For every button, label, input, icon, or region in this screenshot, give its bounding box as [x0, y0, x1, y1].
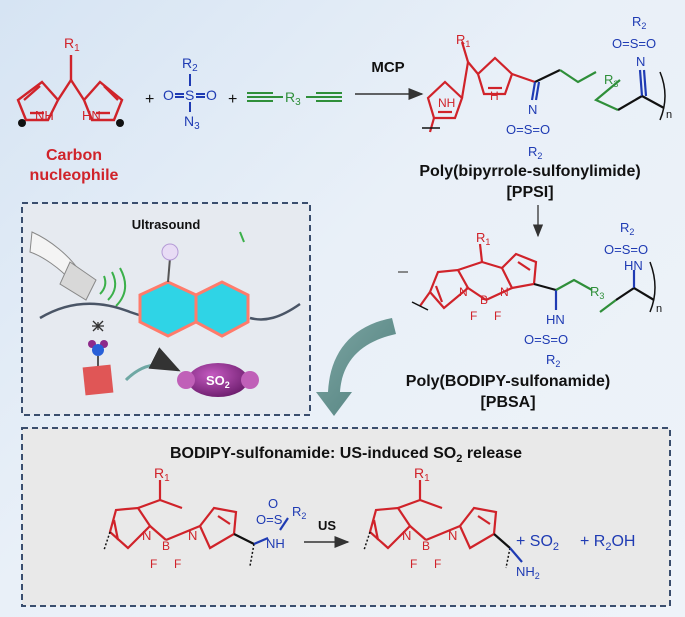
probe-head-icon: [59, 261, 97, 301]
pbsa-r3: R3: [590, 284, 604, 301]
diyne-r3: R3: [285, 89, 301, 108]
product-n-left: N: [402, 528, 411, 543]
plus-sign-2: +: [228, 91, 237, 108]
bottom-nh: NH: [266, 536, 285, 551]
bottom-b: B: [162, 539, 170, 553]
hn-label: HN: [82, 108, 101, 123]
bodipy-core-icon-right: [194, 280, 250, 338]
bottom-panel: BODIPY-sulfonamide: US-induced SO2 relea…: [21, 427, 671, 607]
diyne-structure: [247, 92, 342, 102]
cleavage-mark-icon: [92, 320, 104, 332]
pbsa-top-r2: R2: [620, 220, 634, 237]
pbsa-b: B: [480, 293, 488, 307]
pbsa-n-right: N: [500, 285, 509, 299]
nh-label: NH: [35, 108, 54, 123]
release-arrow: [124, 347, 181, 382]
dipyrromethane-structure: [16, 55, 124, 122]
pbsa-bottom-r2: R2: [546, 352, 560, 369]
ppsi-n-sub: n: [666, 109, 672, 121]
attachment-dot-right: [116, 119, 124, 127]
pbsa-n-sub: n: [656, 303, 662, 315]
ultrasound-wave-icon: [99, 267, 127, 307]
ppsi-top-sulfonyl: O=S=O: [612, 36, 656, 51]
bottom-n-left: N: [142, 528, 151, 543]
bottom-r1: R1: [154, 465, 170, 484]
pbsa-n-left: N: [459, 285, 468, 299]
carbon-nucleophile-line1: Carbon: [46, 147, 102, 164]
ppsi-nh: NH: [438, 96, 455, 110]
polymer-chain: [39, 302, 301, 324]
bodipy-amine-structure: [363, 480, 523, 569]
sulfonyl-s: S: [185, 87, 194, 103]
ppsi-abbr: [PPSI]: [506, 184, 553, 201]
ppsi-structure: [422, 41, 666, 133]
green-tick-mark: [239, 231, 245, 243]
pbsa-name: Poly(BODIPY-sulfonamide): [406, 373, 610, 390]
plus-so2: + SO2: [516, 533, 559, 553]
sulfonyl-o-left: O: [163, 87, 174, 103]
product-r1: R1: [414, 465, 430, 484]
sulfonyl-r2: R2: [182, 55, 198, 74]
product-n-right: N: [448, 528, 457, 543]
product-f1: F: [410, 557, 417, 571]
mcp-label: MCP: [371, 59, 404, 76]
ppsi-name: Poly(bipyrrole-sulfonylimide): [419, 163, 640, 180]
pbsa-f1: F: [470, 309, 477, 323]
pbsa-r1: R1: [476, 230, 490, 247]
pbsa-structure: [411, 243, 656, 313]
so2-molecule-icon: [188, 363, 248, 397]
sulfonyl-azide-structure: R2 O S O N3: [163, 55, 217, 132]
released-fragment-icon: [92, 344, 104, 356]
attachment-dot-left: [18, 119, 26, 127]
pbsa-top-sulfonyl: O=S=O: [604, 242, 648, 257]
bottom-f2: F: [174, 557, 181, 571]
pbsa-to-release-arrow: [316, 318, 396, 416]
ppsi-r1: R1: [456, 32, 470, 49]
ppsi-r3: R3: [604, 72, 618, 89]
pbsa-f2: F: [494, 309, 501, 323]
ppsi-h: H: [490, 89, 499, 103]
ppsi-bottom-r2: R2: [528, 144, 542, 161]
pbsa-top-hn: HN: [624, 258, 643, 273]
r1-label: R1: [64, 35, 80, 54]
substituent-sphere-icon: [161, 243, 179, 261]
so2-label: SO2: [206, 373, 230, 390]
product-f2: F: [434, 557, 441, 571]
bottom-title: BODIPY-sulfonamide: US-induced SO2 relea…: [170, 445, 522, 465]
sulfonyl-o-right: O: [206, 87, 217, 103]
bottom-n-right: N: [188, 528, 197, 543]
red-cube-icon: [82, 364, 114, 396]
bodipy-sulfonamide-structure: [103, 480, 289, 567]
carbon-nucleophile-line2: nucleophile: [30, 167, 119, 184]
product-b: B: [422, 539, 430, 553]
bottom-sulfonyl: O=S: [256, 512, 283, 527]
bottom-sulfonyl-o: O: [268, 496, 278, 511]
product-nh2: NH2: [516, 564, 540, 581]
azide-n3: N3: [184, 113, 200, 132]
ppsi-top-n: N: [636, 54, 645, 69]
bottom-f1: F: [150, 557, 157, 571]
us-label: US: [318, 518, 336, 533]
ppsi-bottom-sulfonyl: O=S=O: [506, 122, 550, 137]
pbsa-bottom-sulfonyl: O=S=O: [524, 332, 568, 347]
plus-sign-1: +: [145, 91, 154, 108]
ultrasound-label: Ultrasound: [132, 217, 201, 232]
pbsa-bottom-hn: HN: [546, 312, 565, 327]
ppsi-bottom-n: N: [528, 102, 537, 117]
ppsi-top-r2: R2: [632, 14, 646, 31]
pbsa-abbr: [PBSA]: [480, 394, 535, 411]
bottom-r2: R2: [292, 504, 306, 521]
ultrasound-panel: Ultrasound SO2: [21, 202, 311, 416]
plus-r2oh: + R2OH: [580, 533, 635, 553]
